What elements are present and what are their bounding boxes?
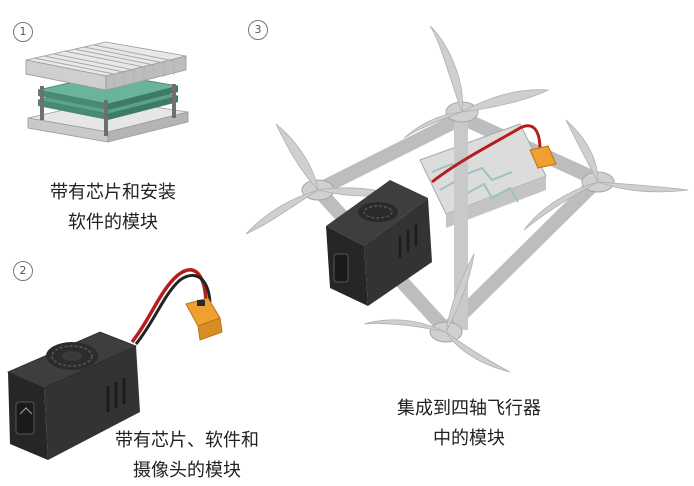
step-1-badge: 1 bbox=[13, 22, 33, 42]
step-1-caption-line-2: 软件的模块 bbox=[68, 212, 158, 233]
heatsink-module-illustration bbox=[25, 41, 189, 143]
camera-module-illustration bbox=[7, 268, 223, 460]
step-2-caption: 带有芯片、软件和 摄像头的模块 bbox=[90, 426, 284, 486]
step-3-caption-line-2: 中的模块 bbox=[433, 428, 505, 449]
step-1-caption: 带有芯片和安装 软件的模块 bbox=[30, 178, 196, 238]
step-2-caption-line-1: 带有芯片、软件和 bbox=[115, 430, 259, 451]
step-2-badge: 2 bbox=[13, 261, 33, 281]
step-3-badge: 3 bbox=[248, 20, 268, 40]
step-3-caption: 集成到四轴飞行器 中的模块 bbox=[374, 394, 564, 454]
drone-illustration bbox=[245, 25, 689, 373]
step-2-caption-line-2: 摄像头的模块 bbox=[133, 460, 241, 481]
step-3-caption-line-1: 集成到四轴飞行器 bbox=[397, 398, 541, 419]
step-1-caption-line-1: 带有芯片和安装 bbox=[50, 182, 176, 203]
